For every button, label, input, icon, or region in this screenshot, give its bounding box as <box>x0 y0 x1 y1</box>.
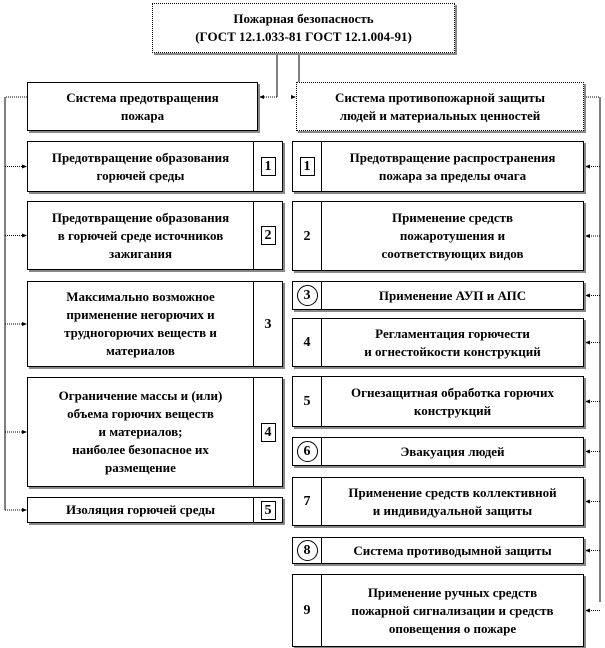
item-number: 2 <box>260 226 276 245</box>
item-text: Предотвращение распространения пожара за… <box>349 149 556 183</box>
item-text: Система противодымной защиты <box>353 542 552 558</box>
left-header-box: Система предотвращения пожара <box>27 82 258 131</box>
left-item-5: Изоляция горючей среды 5 <box>27 497 283 523</box>
left-item-4: Ограничение массы и (или) объема горючих… <box>27 377 283 487</box>
right-item-4: Регламентация горючести и огнестойкости … <box>292 318 584 367</box>
item-text: Огнезащитная обработка горючих конструкц… <box>350 384 554 418</box>
item-number: 1 <box>299 157 315 176</box>
right-header: Система противопожарной защиты людей и м… <box>335 89 545 123</box>
item-text: Применение АУП и АПС <box>378 287 527 303</box>
item-number-cell: 3 <box>293 282 322 309</box>
item-number-cell: 9 <box>293 575 322 646</box>
left-item-2: Предотвращение образования в горючей сре… <box>27 201 283 270</box>
left-item-3: Максимально возможное применение негорюч… <box>27 281 283 367</box>
item-text: Регламентация горючести и огнестойкости … <box>364 325 541 359</box>
item-number: 6 <box>296 441 318 462</box>
item-number: 7 <box>303 494 311 509</box>
item-number-cell: 1 <box>253 142 282 191</box>
right-item-2: Применение средств пожаротушения и соотв… <box>292 201 584 271</box>
right-item-3: Применение АУП и АПС 3 <box>292 281 584 310</box>
item-number: 2 <box>303 228 311 244</box>
item-text: Применение ручных средств пожарной сигна… <box>351 584 554 636</box>
item-number-cell: 2 <box>293 202 322 270</box>
item-number: 8 <box>296 540 318 561</box>
right-item-7: Применение средств коллективной и индиви… <box>292 477 584 526</box>
item-number: 5 <box>303 394 311 409</box>
item-text: Применение средств коллективной и индиви… <box>348 484 557 518</box>
left-header: Система предотвращения пожара <box>66 89 219 123</box>
item-number-cell: 1 <box>293 142 322 191</box>
right-item-1: Предотвращение распространения пожара за… <box>292 141 584 192</box>
item-number-cell: 7 <box>293 478 322 525</box>
left-item-1: Предотвращение образования горючей среды… <box>27 141 283 192</box>
item-text: Эвакуация людей <box>400 443 505 459</box>
item-number-cell: 8 <box>293 538 322 563</box>
right-item-9: Применение ручных средств пожарной сигна… <box>292 574 584 647</box>
item-number-cell: 5 <box>253 498 282 522</box>
item-text: Предотвращение образования горючей среды <box>51 149 230 183</box>
item-number: 9 <box>303 603 311 618</box>
item-number: 4 <box>303 335 311 350</box>
right-header-box: Система противопожарной защиты людей и м… <box>296 82 584 131</box>
item-number-cell: 4 <box>293 319 322 366</box>
right-item-8: Система противодымной защиты 8 <box>292 537 584 564</box>
root-subtitle: (ГОСТ 12.1.033-81 ГОСТ 12.1.004-91) <box>195 29 412 44</box>
item-number-cell: 4 <box>253 378 282 486</box>
item-number-cell: 5 <box>293 377 322 426</box>
item-number: 4 <box>260 422 276 442</box>
item-number-cell: 2 <box>253 202 282 269</box>
item-number: 3 <box>296 285 318 306</box>
right-item-6: Эвакуация людей 6 <box>292 437 584 466</box>
root-title: Пожарная безопасность <box>233 11 374 26</box>
item-text: Ограничение массы и (или) объема горючих… <box>58 388 223 475</box>
item-number-cell: 6 <box>293 438 322 465</box>
item-text: Предотвращение образования в горючей сре… <box>51 209 230 261</box>
item-text: Максимально возможное применение негорюч… <box>64 289 217 358</box>
item-text: Применение средств пожаротушения и соотв… <box>381 210 524 261</box>
item-number: 1 <box>260 157 276 176</box>
item-number-cell: 3 <box>253 282 282 366</box>
item-text: Изоляция горючей среды <box>65 502 216 517</box>
item-number: 5 <box>260 500 276 520</box>
right-item-5: Огнезащитная обработка горючих конструкц… <box>292 376 584 427</box>
root-box: Пожарная безопасность (ГОСТ 12.1.033-81 … <box>152 3 455 53</box>
item-number: 3 <box>264 316 272 332</box>
